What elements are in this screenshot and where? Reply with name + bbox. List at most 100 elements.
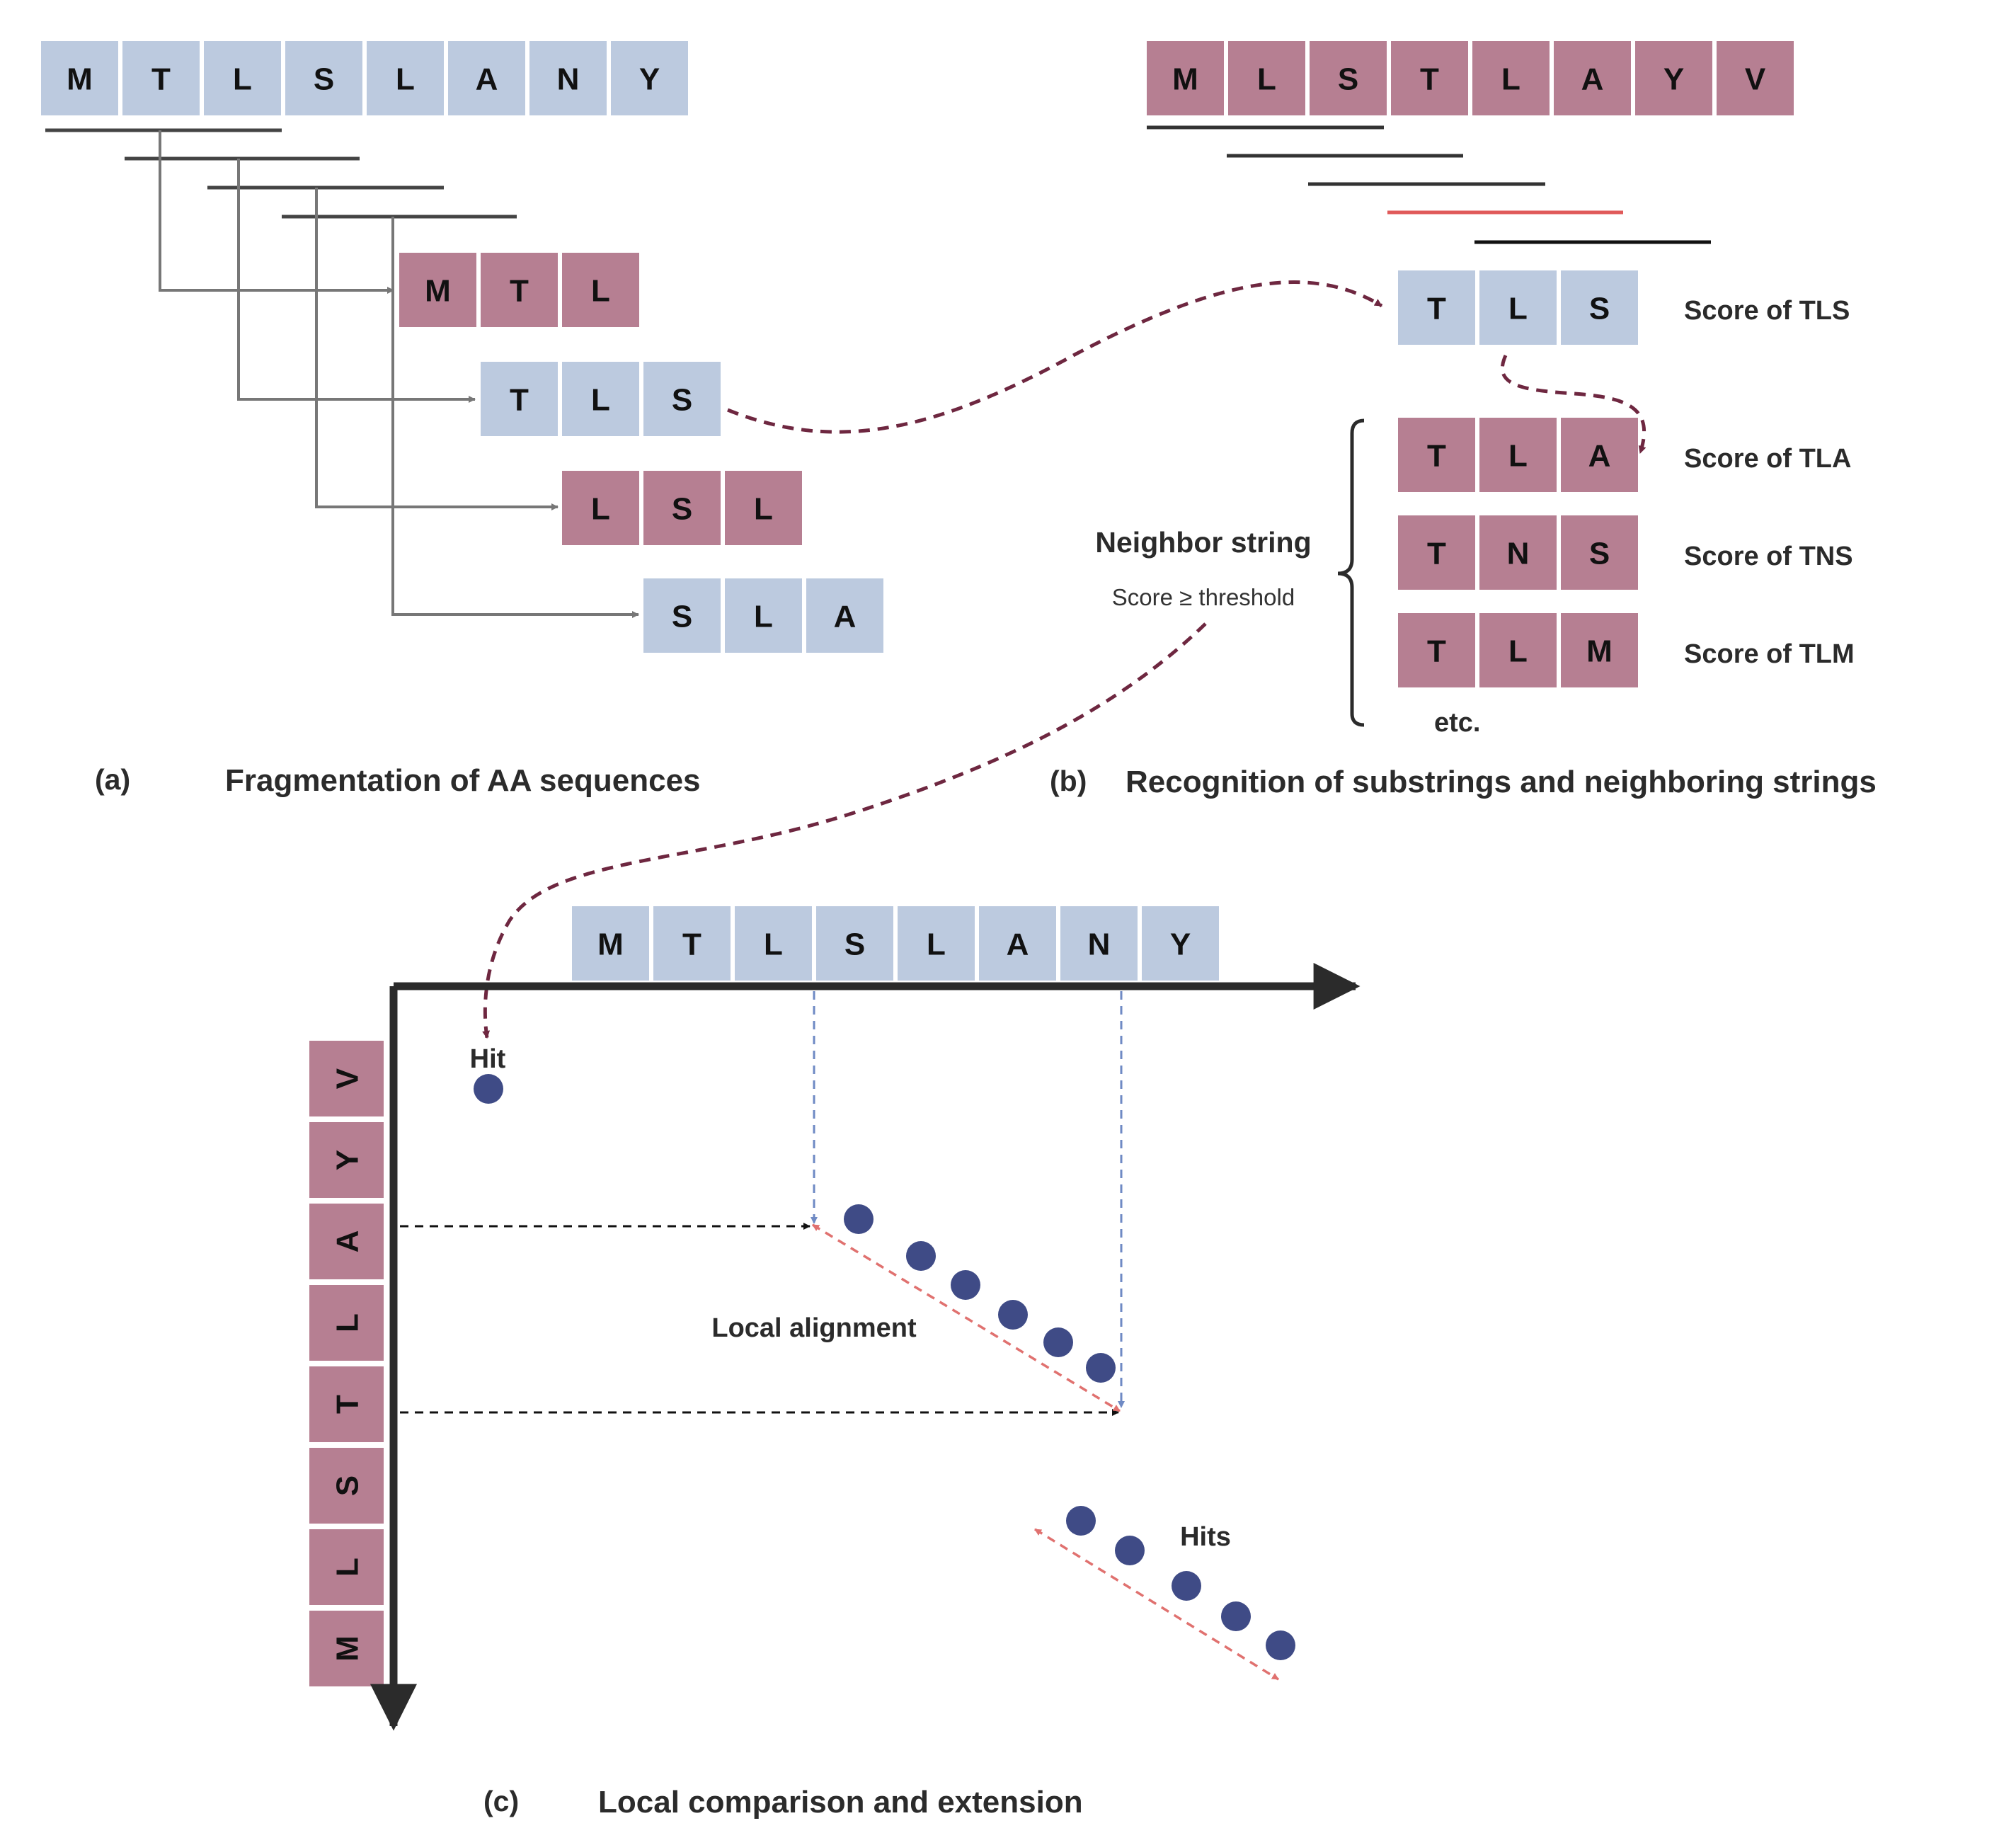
fragment-cell-letter: T [510, 383, 529, 418]
word-cell-letter: T [1427, 292, 1446, 326]
fragment-cell-letter: S [672, 492, 692, 527]
fragment-connectors [159, 130, 639, 618]
fragment-cell-box [562, 362, 639, 436]
query-cell-letter: L [233, 62, 252, 97]
x-axis-cell: L [735, 906, 812, 981]
alignment-dot [844, 1204, 874, 1234]
neighbor-cell-letter: T [1427, 537, 1446, 571]
alignment-dot [951, 1270, 980, 1300]
y-axis-cell: A [309, 1204, 384, 1279]
y-axis-cell-box [309, 1204, 384, 1279]
subject-cell: L [1472, 41, 1550, 115]
subject-cell-box [1310, 41, 1387, 115]
score-tls-label: Score of TLS [1684, 296, 1850, 326]
fragment-cell-box [562, 253, 639, 327]
y-axis-cell-letter: S [331, 1475, 365, 1496]
subject-cell-box [1635, 41, 1712, 115]
x-axis-cell-letter: S [844, 927, 865, 962]
caption-key-a: (a) [95, 763, 130, 796]
subject-cell-letter: T [1420, 62, 1439, 97]
subject-cell: Y [1635, 41, 1712, 115]
x-axis-cell-box [735, 906, 812, 981]
fragment-cell-letter: L [754, 600, 773, 634]
query-cell-box [204, 41, 281, 115]
fragment-cell-box [643, 362, 721, 436]
y-axis-cell-letter: M [331, 1635, 365, 1662]
query-cell: S [285, 41, 362, 115]
query-cell-letter: N [557, 62, 580, 97]
neighbor-cell-box [1479, 515, 1557, 590]
query-cell-box [41, 41, 118, 115]
subject-cell-box [1717, 41, 1794, 115]
word-cell-box [1479, 270, 1557, 345]
fragment-cell-letter: M [425, 274, 451, 309]
alignment-dot [1043, 1327, 1073, 1357]
y-axis-cell-box [309, 1041, 384, 1116]
y-axis-cell-box [309, 1448, 384, 1524]
extension-hit-dot [1172, 1571, 1201, 1601]
fragment-cell-box [399, 253, 476, 327]
subject-cell: V [1717, 41, 1794, 115]
fragment-cell-box [643, 471, 721, 545]
fragment-cell-letter: L [591, 492, 610, 527]
fragment-cell-letter: A [834, 600, 857, 634]
fragment-cell: T [481, 253, 558, 327]
query-cell-letter: M [67, 62, 93, 97]
query-cell: T [122, 41, 200, 115]
word-cell-box [1398, 270, 1475, 345]
caption-c: Local comparison and extension [598, 1785, 1083, 1820]
query-cell: N [529, 41, 607, 115]
subject-cell-letter: L [1501, 62, 1520, 97]
y-axis-cell: T [309, 1366, 384, 1442]
subject-cell-letter: Y [1663, 62, 1684, 97]
neighbor-cell-letter: A [1588, 439, 1611, 474]
neighbor-cell: N [1479, 515, 1557, 590]
extension-hit-dot [1266, 1630, 1295, 1660]
fragment-cell-letter: L [591, 383, 610, 418]
curve-neighbors-to-hit [482, 622, 1207, 1039]
local-alignment-label: Local alignment [711, 1313, 917, 1343]
x-axis-cell-box [1142, 906, 1219, 981]
neighbor-cell-letter: S [1589, 537, 1610, 571]
caption-b: Recognition of substrings and neighborin… [1126, 765, 1877, 799]
alignment-dot [1086, 1353, 1116, 1383]
query-cell-box [367, 41, 444, 115]
neighbor-cell-box [1398, 418, 1475, 492]
hit-label: Hit [470, 1044, 506, 1074]
fragment-cell-box [562, 471, 639, 545]
neighbor-cell: T [1398, 418, 1475, 492]
y-axis-cell: L [309, 1529, 384, 1605]
x-axis-cell-letter: N [1088, 927, 1111, 962]
x-axis-cell-letter: L [927, 927, 946, 962]
neighbor-cell-box [1398, 515, 1475, 590]
caption-key-c: (c) [483, 1785, 519, 1817]
x-axis-cell: M [572, 906, 649, 981]
fragment-cell-letter: L [591, 274, 610, 309]
fragment-cell-letter: S [672, 600, 692, 634]
alignment-extension-lines [812, 1223, 1279, 1681]
query-cell: A [448, 41, 525, 115]
query-cell-box [448, 41, 525, 115]
subject-cell-box [1228, 41, 1305, 115]
x-axis-cell: N [1060, 906, 1138, 981]
neighbor-cell-letter: M [1586, 634, 1613, 669]
word-cell: S [1561, 270, 1638, 345]
subject-cell-letter: L [1257, 62, 1276, 97]
word-cell: T [1398, 270, 1475, 345]
neighbor-cell: M [1561, 613, 1638, 687]
hit-dots [474, 1074, 1295, 1660]
fragment-cell: S [643, 362, 721, 436]
alignment-dot [998, 1300, 1028, 1330]
fragment-cell: S [643, 578, 721, 653]
y-axis-cell-box [309, 1529, 384, 1605]
query-cell-box [529, 41, 607, 115]
query-cell: L [367, 41, 444, 115]
subject-cell: S [1310, 41, 1387, 115]
neighbor-cell: T [1398, 515, 1475, 590]
neighbor-score-label: Score of TLA [1684, 444, 1851, 474]
curve-tls-to-word [727, 280, 1383, 434]
query-cell: L [204, 41, 281, 115]
